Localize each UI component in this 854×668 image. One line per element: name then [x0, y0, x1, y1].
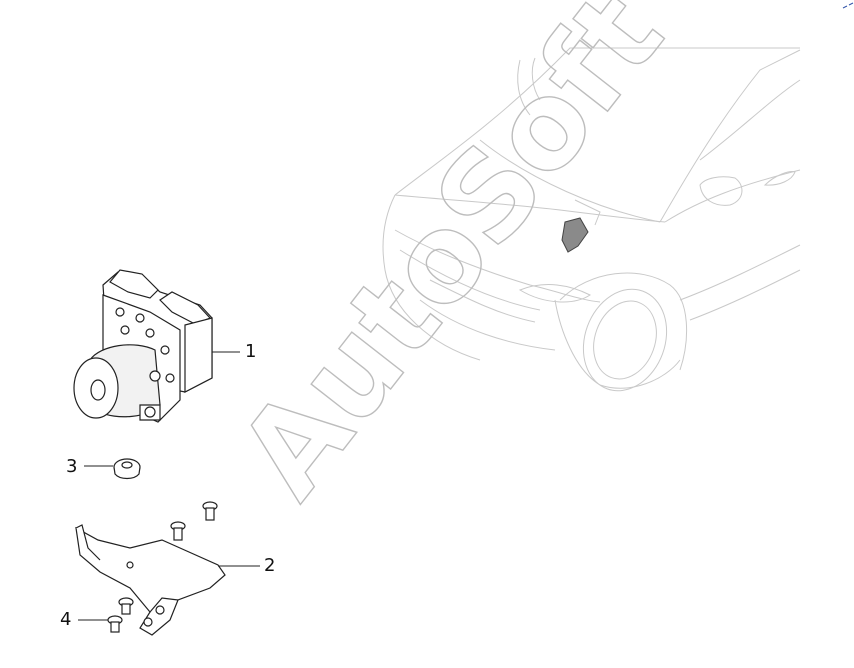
- watermark-text: AutoSoft: [213, 0, 690, 523]
- bolt-upper-b: [170, 521, 186, 541]
- callout-4: 4: [60, 609, 72, 630]
- small-scribble-icon: [842, 2, 854, 9]
- bolts-group: [78, 501, 218, 633]
- part-3-grommet: [84, 458, 141, 480]
- bolt-lower-a: [118, 597, 134, 615]
- callout-2: 2: [264, 555, 276, 576]
- callout-3: 3: [66, 456, 78, 477]
- callout-1: 1: [245, 341, 257, 362]
- abs-location-highlight: [561, 217, 589, 253]
- bolt-lower-b: [107, 615, 123, 633]
- vehicle-outline: [382, 47, 801, 392]
- part-1-abs-unit: [73, 269, 240, 423]
- bolt-upper-a: [202, 501, 218, 521]
- part-2-bracket: [75, 524, 260, 636]
- watermark-group: AutoSoft: [213, 0, 691, 524]
